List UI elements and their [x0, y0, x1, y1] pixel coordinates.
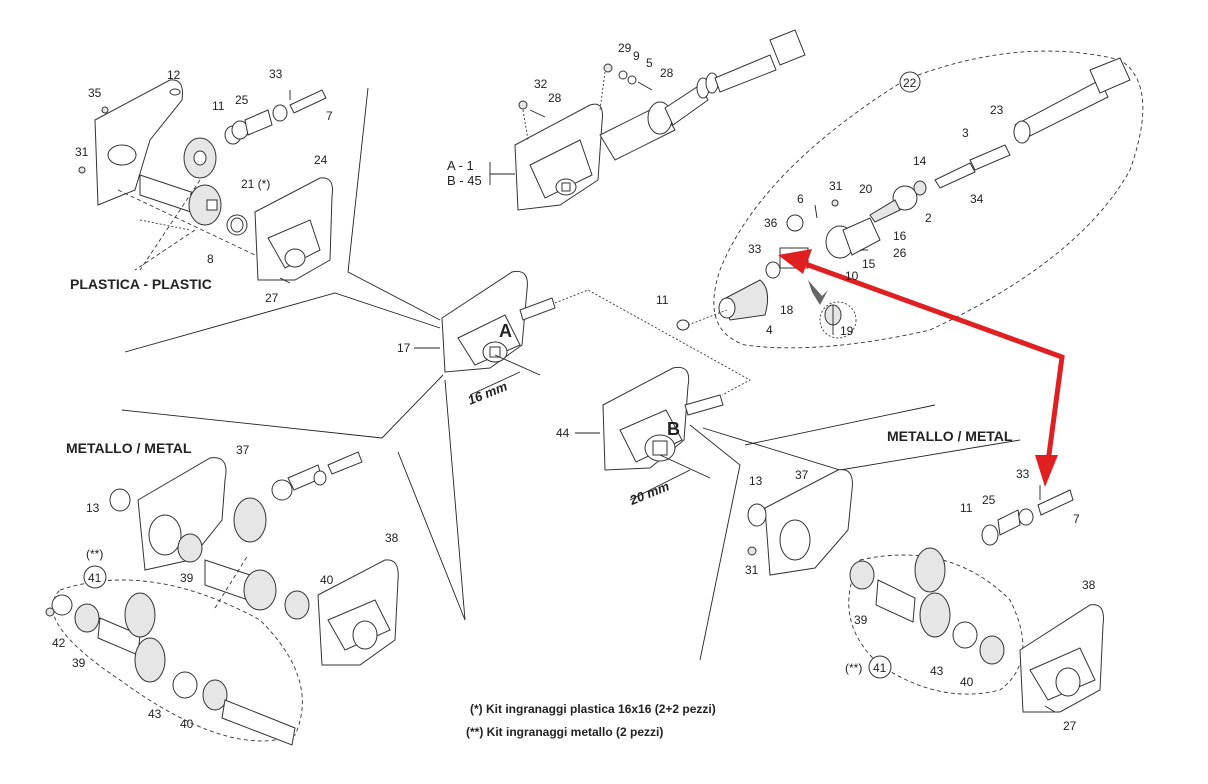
callout-33r: 33 [1016, 467, 1030, 481]
callout-27: 27 [265, 291, 279, 305]
callout-31k: 31 [829, 179, 843, 193]
callout-24: 24 [314, 153, 328, 167]
callout-38r: 38 [1082, 578, 1096, 592]
label-metal-right: METALLO / METAL [887, 428, 1013, 444]
plastic-assembly [78, 79, 333, 284]
callout-39r: 39 [854, 613, 868, 627]
kit-41-right-mark: (**) [845, 661, 862, 675]
callout-28a: 28 [660, 66, 674, 80]
callout-29: 29 [618, 41, 632, 55]
callout-9: 9 [633, 49, 640, 63]
callout-26: 26 [893, 246, 907, 260]
gearbox-a-letter: A [499, 321, 512, 341]
callout-37r: 37 [795, 468, 809, 482]
callout-12: 12 [167, 68, 181, 82]
callouts-metal-right: 33 7 11 25 37 13 31 39 38 43 40 27 [745, 467, 1096, 733]
callout-4: 4 [766, 323, 773, 337]
label-metal-left: METALLO / METAL [66, 440, 192, 456]
arrowhead-down [1035, 455, 1058, 487]
callout-5: 5 [646, 56, 653, 70]
callout-14: 14 [913, 154, 927, 168]
callout-31r: 31 [745, 563, 759, 577]
gearbox-a-size: 16 mm [466, 378, 510, 408]
footnote-metal-kit: (**) Kit ingranaggi metallo (2 pezzi) [466, 725, 663, 739]
callout-17: 17 [397, 341, 411, 355]
callout-11r: 11 [960, 501, 973, 515]
arrowhead-up [778, 249, 812, 274]
kit-41-right-boundary [848, 554, 1024, 695]
callout-7r: 7 [1073, 512, 1080, 526]
kit-41-right-label: 41 [873, 661, 887, 675]
callout-38: 38 [385, 531, 399, 545]
callout-3: 3 [962, 126, 969, 140]
callout-39b: 39 [72, 656, 86, 670]
metal-right-assembly [747, 469, 1104, 713]
callout-40r: 40 [960, 675, 974, 689]
callout-20: 20 [859, 182, 873, 196]
callouts-metal-left: 37 13 38 39 40 42 39 43 40 [52, 443, 399, 731]
callouts-kit22: 23 3 14 34 31 20 2 6 36 16 33 26 15 10 1… [656, 103, 1004, 338]
callout-34: 34 [970, 192, 984, 206]
callout-8: 8 [207, 252, 214, 266]
kit-circles: 22 41 (**) 41 (**) [86, 76, 917, 675]
callout-11: 11 [212, 99, 225, 113]
callout-43: 43 [148, 707, 162, 721]
callout-13: 13 [86, 501, 100, 515]
callout-13r: 13 [749, 474, 763, 488]
footnote-plastic-kit: (*) Kit ingranaggi plastica 16x16 (2+2 p… [470, 702, 716, 716]
callout-35: 35 [88, 86, 102, 100]
variant-b: B - 45 [447, 173, 482, 188]
callouts-plastic: 35 12 33 11 25 7 31 21 (*) 24 8 27 [75, 67, 333, 305]
variant-a: A - 1 [447, 158, 474, 173]
callout-32: 32 [534, 77, 548, 91]
gearbox-a [441, 270, 556, 396]
kit-41-left-boundary [52, 579, 303, 742]
callout-27r: 27 [1063, 719, 1077, 733]
callout-25r: 25 [982, 493, 996, 507]
callout-37: 37 [236, 443, 250, 457]
main-housing-assembly [514, 29, 806, 211]
callout-15: 15 [862, 257, 876, 271]
gearbox-b-size: 20 mm [627, 478, 672, 508]
callout-11k: 11 [656, 293, 669, 307]
callout-28b: 28 [548, 91, 562, 105]
callout-33k: 33 [748, 242, 762, 256]
callouts-top-center: 29 9 5 28 32 28 [534, 41, 674, 105]
callout-31: 31 [75, 145, 89, 159]
label-plastic: PLASTICA - PLASTIC [70, 276, 212, 292]
callout-40a: 40 [320, 573, 334, 587]
callout-2: 2 [925, 211, 932, 225]
callout-43r: 43 [930, 664, 944, 678]
callout-16: 16 [893, 229, 907, 243]
kit-22-label: 22 [903, 76, 917, 90]
callout-7: 7 [326, 109, 333, 123]
callout-6: 6 [797, 192, 804, 206]
callout-36: 36 [764, 216, 778, 230]
kit-41-left-mark: (**) [86, 547, 103, 561]
gear-21-lower [188, 184, 222, 226]
callout-44: 44 [556, 426, 570, 440]
callout-42: 42 [52, 636, 66, 650]
callout-21: 21 (*) [241, 177, 270, 191]
callout-18: 18 [780, 303, 794, 317]
callout-39a: 39 [180, 571, 194, 585]
gearbox-b-letter: B [667, 419, 680, 439]
callout-25: 25 [235, 93, 249, 107]
kit-41-left-label: 41 [88, 571, 102, 585]
callout-10: 10 [845, 269, 859, 283]
callout-19: 19 [840, 324, 854, 338]
callout-23: 23 [990, 103, 1004, 117]
callout-33: 33 [269, 67, 283, 81]
metal-left-assembly [45, 451, 399, 746]
plate-12 [94, 79, 183, 206]
callout-40b: 40 [180, 717, 194, 731]
footnotes: (*) Kit ingranaggi plastica 16x16 (2+2 p… [466, 702, 716, 739]
kit-22-assembly [676, 50, 1144, 349]
gearbox-b [602, 366, 724, 501]
red-annotation-arrow [778, 249, 1065, 487]
